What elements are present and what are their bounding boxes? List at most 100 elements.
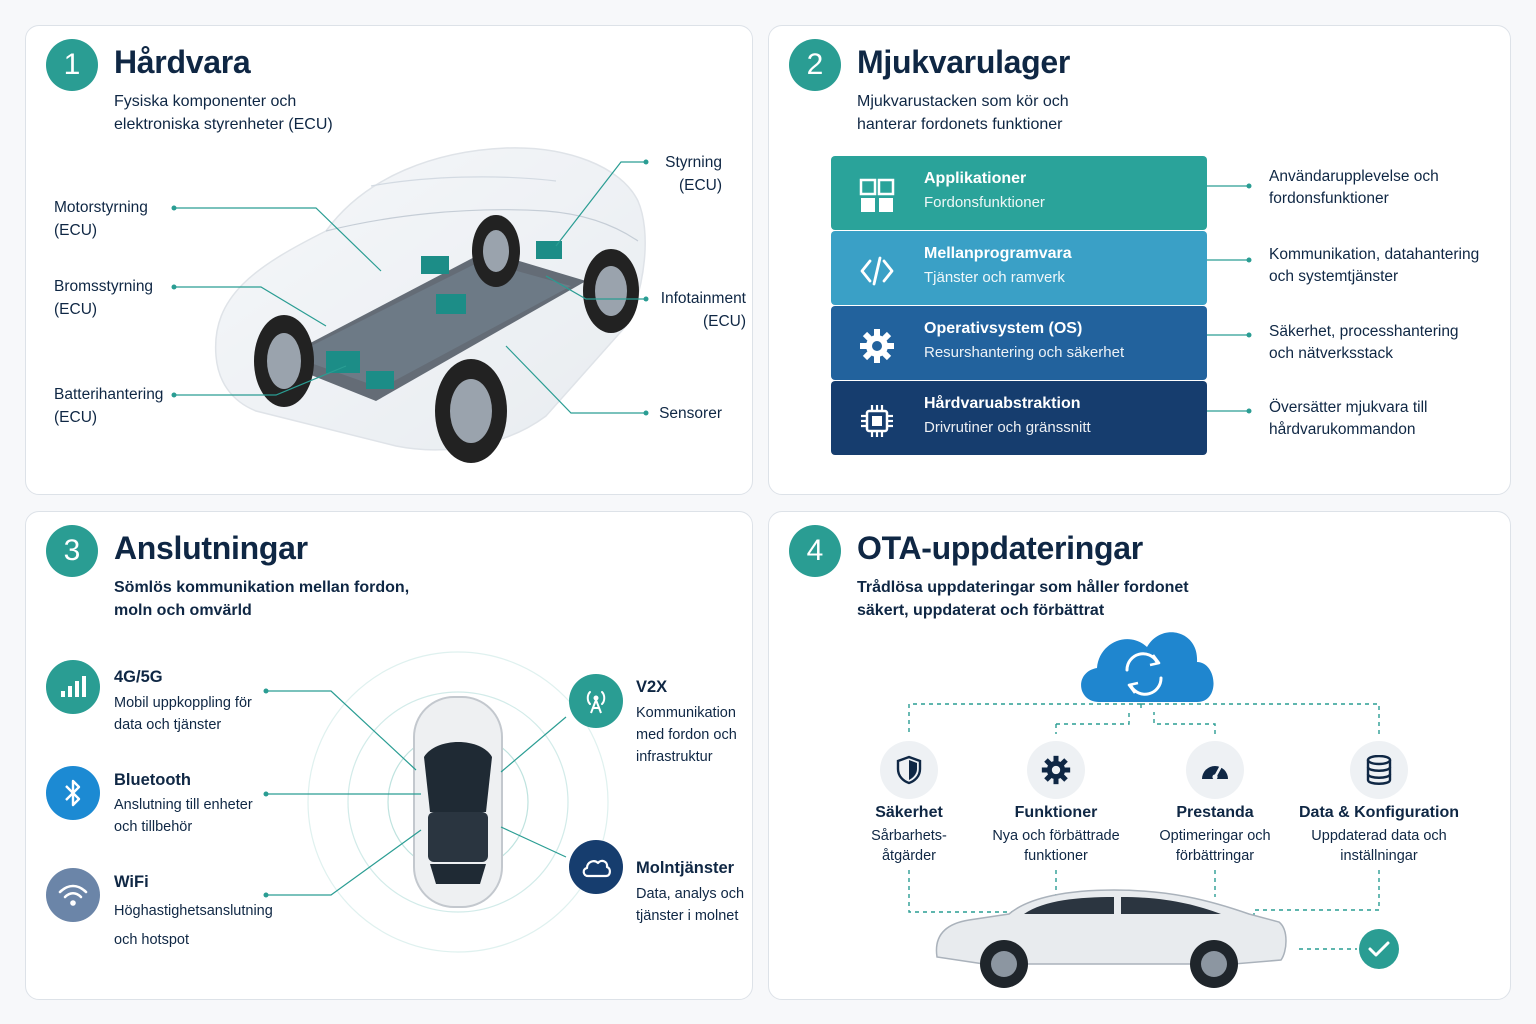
ota-features-badge	[1027, 741, 1085, 799]
description-line: Data, analys och	[636, 886, 745, 902]
layer-title: Applikationer	[924, 170, 1027, 187]
layer-description: Användarupplevelse och fordonsfunktioner	[1269, 166, 1509, 210]
stack-connectors	[1207, 183, 1252, 414]
connection-description: Anslutning till enheter och tillbehör	[114, 794, 253, 838]
description-line: Säkerhet, processhantering	[1269, 323, 1459, 340]
ota-performance-badge	[1186, 741, 1244, 799]
grid-icon	[859, 178, 895, 212]
label-steering-ecu: Styrning (ECU)	[665, 151, 722, 197]
description-line: med fordon och	[636, 727, 737, 743]
description-line: Nya och förbättrade	[992, 828, 1120, 844]
layer-applications: Applikationer Fordonsfunktioner	[831, 156, 1207, 230]
label-battery-ecu: Batterihantering (ECU)	[54, 383, 163, 429]
ecu-module	[366, 371, 394, 389]
ecu-module	[421, 256, 449, 274]
connection-bluetooth-badge	[46, 766, 100, 820]
subtitle-line: Trådlösa uppdateringar som håller fordon…	[857, 579, 1189, 596]
description-line: Kommunikation	[636, 705, 736, 721]
description-line: inställningar	[1340, 848, 1418, 864]
label-line: (ECU)	[702, 313, 746, 330]
label-line: Batterihantering	[54, 386, 164, 403]
subtitle-line: elektroniska styrenheter (ECU)	[114, 116, 333, 133]
connections-panel: 3 Anslutningar Sömlös kommunikation mell…	[25, 511, 753, 1000]
layer-subtitle: Resurshantering och säkerhet	[924, 344, 1125, 361]
subtitle-line: Sömlös kommunikation mellan fordon,	[114, 579, 410, 596]
bluetooth-icon	[65, 779, 81, 807]
description-line: Översätter mjukvara till	[1269, 399, 1428, 416]
connection-4g5g-badge	[46, 660, 100, 714]
ota-item-description: Nya och förbättrade funktioner	[966, 826, 1146, 866]
layer-subtitle: Tjänster och ramverk	[924, 269, 1065, 286]
ecu-module	[436, 294, 466, 314]
database-icon	[1366, 755, 1392, 785]
label-line: (ECU)	[678, 177, 722, 194]
description-line: Mobil uppkoppling för	[114, 695, 252, 711]
connection-title: Bluetooth	[114, 771, 191, 789]
panel-subtitle: Mjukvarustacken som kör och hanterar for…	[857, 90, 1237, 136]
description-line: infrastruktur	[636, 749, 713, 765]
description-line: tjänster i molnet	[636, 908, 739, 924]
layer-operating-system: Operativsystem (OS) Resurshantering och …	[831, 306, 1207, 380]
layer-middleware: Mellanprogramvara Tjänster och ramverk	[831, 231, 1207, 305]
car-top-view	[413, 696, 503, 908]
description-line: och hotspot	[114, 932, 189, 948]
connection-wifi-badge	[46, 868, 100, 922]
layer-subtitle: Drivrutiner och gränssnitt	[924, 419, 1091, 436]
layer-description: Översätter mjukvara till hårdvarukommand…	[1269, 397, 1509, 441]
label-line: Motorstyrning	[54, 199, 148, 216]
ota-panel: 4 OTA-uppdateringar Trådlösa uppdatering…	[768, 511, 1511, 1000]
description-line: Optimeringar och	[1159, 828, 1271, 844]
shield-icon	[896, 755, 922, 785]
layer-description: Säkerhet, processhantering och nätverkss…	[1269, 321, 1509, 365]
label-line: (ECU)	[54, 301, 98, 318]
connection-title: 4G/5G	[114, 668, 163, 686]
description-line: Sårbarhets-	[871, 828, 947, 844]
layer-title: Mellanprogramvara	[924, 245, 1072, 262]
step-number-badge: 1	[46, 39, 98, 91]
ota-item-description: Uppdaterad data och inställningar	[1289, 826, 1469, 866]
ota-item-description: Optimeringar och förbättringar	[1125, 826, 1305, 866]
subtitle-line: moln och omvärld	[114, 602, 252, 619]
subtitle-line: Fysiska komponenter och	[114, 93, 297, 110]
ota-security-badge	[880, 741, 938, 799]
code-icon	[860, 256, 894, 286]
ota-item-description: Sårbarhets- åtgärder	[819, 826, 999, 866]
ota-flow-diagram	[908, 632, 1399, 988]
description-line: data och tjänster	[114, 717, 222, 733]
ecu-module	[326, 351, 360, 373]
subtitle-line: Mjukvarustacken som kör och	[857, 93, 1069, 110]
description-line: Anslutning till enheter	[114, 797, 253, 813]
description-line: och tillbehör	[114, 819, 193, 835]
connection-description: Mobil uppkoppling för data och tjänster	[114, 692, 252, 736]
panel-title: Mjukvarulager	[857, 44, 1071, 80]
wifi-icon	[58, 884, 88, 906]
check-circle-icon	[1359, 929, 1399, 969]
ota-item-title: Prestanda	[1176, 804, 1254, 821]
label-brake-ecu: Bromsstyrning (ECU)	[54, 275, 153, 321]
connection-title: Molntjänster	[636, 859, 735, 877]
description-line: och nätverksstack	[1269, 345, 1394, 362]
hardware-panel: 1 Hårdvara Fysiska komponenter och elekt…	[25, 25, 753, 495]
connection-cloud-badge	[569, 840, 623, 894]
speedometer-icon	[1202, 764, 1228, 780]
ota-item-title: Säkerhet	[875, 804, 943, 821]
description-line: Kommunikation, datahantering	[1269, 246, 1480, 263]
ota-data-config-badge	[1350, 741, 1408, 799]
car-side-view	[935, 889, 1287, 988]
label-infotainment-ecu: Infotainment (ECU)	[661, 287, 746, 333]
subtitle-line: hanterar fordonets funktioner	[857, 116, 1063, 133]
description-line: funktioner	[1024, 848, 1088, 864]
step-number-badge: 2	[789, 39, 841, 91]
connection-title: WiFi	[114, 873, 149, 891]
description-line: hårdvarukommandon	[1269, 421, 1416, 438]
panel-title: Anslutningar	[114, 530, 308, 566]
layer-subtitle: Fordonsfunktioner	[924, 194, 1045, 211]
connection-title: V2X	[636, 678, 668, 696]
panel-title: Hårdvara	[114, 44, 251, 80]
step-number-badge: 4	[789, 525, 841, 577]
connection-v2x-badge	[569, 674, 623, 728]
connection-description: Data, analys och tjänster i molnet	[636, 883, 744, 927]
chip-icon	[861, 405, 893, 437]
label-line: (ECU)	[54, 222, 98, 239]
layer-hardware-abstraction: Hårdvaruabstraktion Drivrutiner och grän…	[831, 381, 1207, 455]
